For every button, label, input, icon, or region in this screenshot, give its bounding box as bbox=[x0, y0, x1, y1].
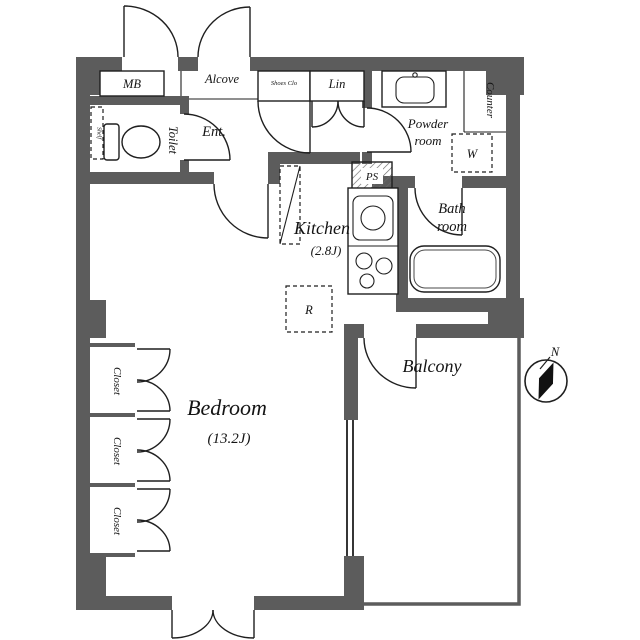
label-alcove: Alcove bbox=[204, 72, 239, 86]
meter-box bbox=[99, 70, 165, 97]
refrigerator-box bbox=[285, 285, 333, 333]
label-linen: Lin bbox=[328, 77, 346, 91]
wall-segment bbox=[344, 324, 364, 338]
compass-needle bbox=[538, 362, 554, 400]
closet-door-arc bbox=[136, 488, 171, 523]
door-swing-arc bbox=[197, 6, 251, 58]
door-swing-arc bbox=[257, 100, 311, 154]
door-swing-arc bbox=[311, 100, 339, 128]
closet-divider bbox=[90, 413, 135, 417]
label-pipe-space: PS bbox=[365, 171, 379, 183]
closet-door-arc bbox=[136, 348, 171, 383]
label-shoes-closet: Shoes Clo bbox=[271, 80, 298, 87]
closet-door-arc bbox=[136, 379, 171, 412]
label-powder-room-1: Powder bbox=[407, 116, 449, 131]
toilet-tank bbox=[103, 123, 120, 161]
label-counter: Counter bbox=[484, 82, 496, 119]
linen-closet-box bbox=[309, 70, 365, 102]
doors bbox=[123, 5, 463, 639]
toilet-bowl bbox=[121, 125, 161, 159]
door-swing-arc bbox=[123, 5, 179, 58]
shoes-closet-box bbox=[257, 70, 311, 102]
label-mb: MB bbox=[122, 77, 141, 91]
door-swing-arc bbox=[183, 113, 231, 161]
pipe-space-label-bg bbox=[361, 168, 383, 184]
wall-segment bbox=[178, 57, 198, 71]
cabinet-box bbox=[279, 165, 301, 245]
door-swing-arc bbox=[171, 609, 214, 639]
label-powder-room-2: room bbox=[415, 133, 442, 148]
wall-segment bbox=[90, 172, 214, 184]
walls bbox=[76, 57, 524, 610]
kitchen-sink-drain bbox=[360, 205, 386, 231]
compass-north-label: N bbox=[550, 345, 560, 359]
wall-segment bbox=[362, 57, 372, 108]
label-bath-room-2: room bbox=[437, 219, 467, 235]
wall-segment bbox=[180, 160, 189, 172]
wall-pier bbox=[76, 300, 106, 338]
labels: MB Alcove Shoes Clo Lin Powder room Coun… bbox=[96, 72, 497, 536]
cabinet-diagonal bbox=[279, 165, 301, 245]
label-bedroom: Bedroom bbox=[187, 395, 267, 420]
closet-door-arc bbox=[136, 519, 171, 552]
wall-segment bbox=[362, 152, 372, 164]
wall-segment bbox=[416, 324, 520, 338]
door-swing-arc bbox=[212, 609, 255, 639]
bathtub bbox=[409, 245, 501, 293]
door-swing-arc bbox=[414, 187, 463, 236]
closet-door-arc bbox=[136, 449, 171, 482]
closet-divider bbox=[90, 343, 135, 347]
closet-divider bbox=[90, 553, 135, 557]
label-bedroom-size: (13.2J) bbox=[208, 431, 251, 447]
washer-box bbox=[451, 133, 493, 173]
wall-segment bbox=[462, 176, 506, 188]
wall-segment bbox=[268, 152, 360, 164]
stove-burner bbox=[359, 273, 375, 289]
label-closet-1: Closet bbox=[111, 367, 123, 396]
bathtub-inner bbox=[413, 249, 497, 289]
label-closet-3: Closet bbox=[111, 507, 123, 536]
label-kitchen-size: (2.8J) bbox=[311, 243, 342, 258]
kitchen-sink bbox=[352, 195, 394, 241]
label-toilet: Toilet bbox=[166, 126, 180, 155]
door-swing-arc bbox=[337, 100, 365, 128]
wall-segment bbox=[506, 57, 520, 338]
closet-door-arc bbox=[136, 418, 171, 453]
north-arrow bbox=[539, 356, 551, 370]
shelf-box bbox=[90, 106, 104, 160]
label-closet-2: Closet bbox=[111, 437, 123, 466]
label-refrigerator: R bbox=[304, 303, 313, 317]
wall-segment bbox=[180, 96, 189, 114]
wall-segment bbox=[254, 596, 364, 610]
label-shelf: Shelf bbox=[96, 127, 103, 140]
stove-burner bbox=[375, 257, 393, 275]
wall-segment bbox=[396, 298, 506, 312]
fixtures bbox=[90, 70, 506, 333]
door-swing-arc bbox=[363, 337, 417, 389]
washbasin-faucet bbox=[412, 72, 418, 78]
label-kitchen: Kitchen bbox=[293, 218, 350, 238]
door-swing-arc bbox=[366, 107, 412, 153]
wall-segment bbox=[344, 338, 358, 420]
closet-divider bbox=[90, 483, 135, 487]
stove-burner bbox=[355, 252, 373, 270]
balcony-railing bbox=[364, 338, 521, 606]
label-entrance: Ent. bbox=[201, 124, 226, 140]
wall-segment bbox=[396, 176, 408, 300]
door-swing-arc bbox=[213, 183, 269, 239]
label-washer: W bbox=[467, 147, 479, 161]
label-balcony: Balcony bbox=[403, 356, 462, 376]
label-bath-room-1: Bath bbox=[438, 201, 465, 217]
compass-icon: N bbox=[524, 345, 568, 403]
wall-pier bbox=[344, 556, 364, 610]
wall-segment bbox=[76, 596, 172, 610]
wall-segment bbox=[90, 96, 188, 105]
